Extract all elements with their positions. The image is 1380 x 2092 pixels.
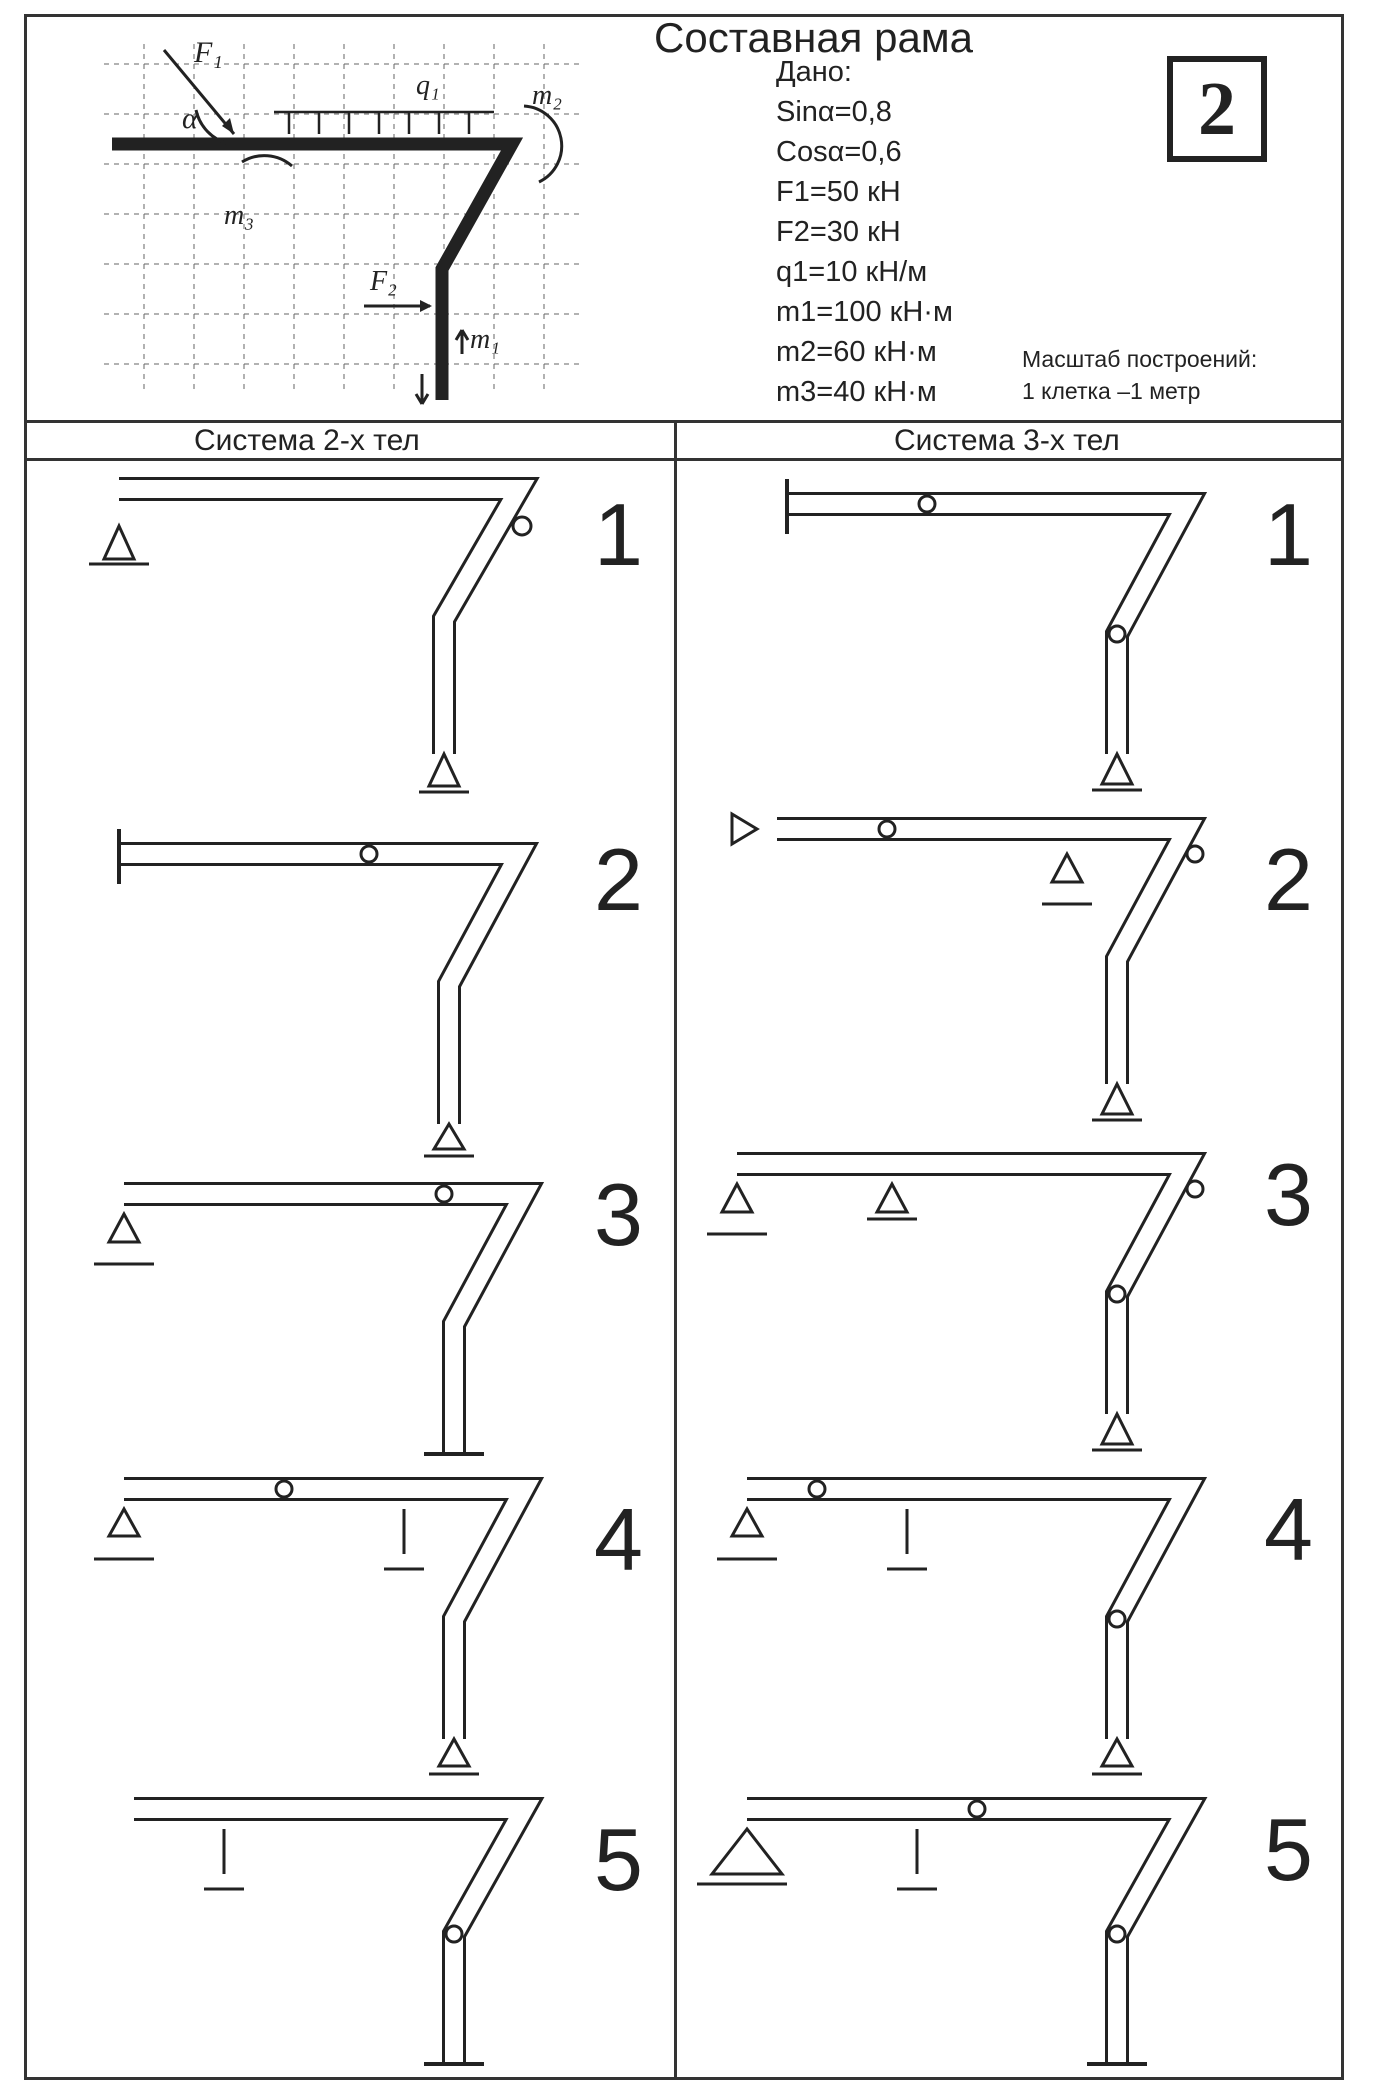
label-m2: m₂ xyxy=(532,80,562,111)
left-row-number-2: 2 xyxy=(594,830,643,929)
left-row-number-3: 3 xyxy=(594,1165,643,1264)
frame-left xyxy=(24,14,27,2080)
hinge xyxy=(434,1184,454,1204)
distributed-load xyxy=(274,110,494,134)
rod-support xyxy=(897,1829,937,1891)
hinge xyxy=(274,1479,294,1499)
right-row-number-3: 3 xyxy=(1264,1145,1313,1244)
hinge xyxy=(1185,844,1205,864)
pin-support xyxy=(429,1735,479,1776)
right-variant-4-frame xyxy=(717,1477,1208,1776)
left-column-heading: Система 2-х тел xyxy=(194,424,420,457)
hinge xyxy=(807,1479,827,1499)
rod-support xyxy=(204,1829,244,1891)
hinge xyxy=(877,819,897,839)
given-m2: m2=60 кН·м xyxy=(776,336,937,368)
header-divider xyxy=(24,420,1344,423)
pin-support xyxy=(730,811,760,847)
given-sin-alpha: Sinα=0,8 xyxy=(776,96,892,128)
right-column-heading: Система 3-х тел xyxy=(894,424,1120,457)
hinge xyxy=(359,844,379,864)
given-loads-diagram: F₁ α q₁ m₂ m₃ F₂ m₁ xyxy=(104,36,584,405)
hinge xyxy=(1107,624,1127,644)
hinge xyxy=(444,1924,464,1944)
frame-top xyxy=(24,14,1344,17)
left-variant-5-frame xyxy=(134,1797,545,2066)
given-m1: m1=100 кН·м xyxy=(776,296,953,328)
right-variant-2-frame xyxy=(730,811,1208,1122)
hinge xyxy=(1107,1609,1127,1629)
given-cos-alpha: Cosα=0,6 xyxy=(776,136,902,168)
right-row-number-5: 5 xyxy=(1264,1800,1313,1899)
right-row-number-2: 2 xyxy=(1264,830,1313,929)
roller-support xyxy=(1042,850,1092,906)
page-title: Составная рама xyxy=(654,14,974,61)
force-f1-arrow xyxy=(162,49,236,135)
moment-m1-arrow xyxy=(454,329,470,354)
left-row-number-4: 4 xyxy=(594,1490,643,1589)
right-column-frames xyxy=(697,479,1208,2066)
pin-support xyxy=(1092,1735,1142,1776)
label-alpha: α xyxy=(182,102,199,135)
left-row-number-1: 1 xyxy=(594,485,643,584)
pin-support xyxy=(867,1180,917,1221)
roller-support xyxy=(717,1505,777,1561)
left-variant-2-frame xyxy=(117,829,540,1158)
hinge xyxy=(967,1799,987,1819)
left-variant-3-frame xyxy=(94,1182,545,1456)
moment-m2-arc xyxy=(523,104,564,184)
label-m3: m₃ xyxy=(224,200,254,231)
left-variant-4-frame xyxy=(94,1477,545,1776)
right-variant-1-frame xyxy=(785,479,1208,792)
column-heading-divider xyxy=(24,458,1344,461)
hinge xyxy=(1185,1179,1205,1199)
rod-support xyxy=(384,1509,424,1571)
given-f2: F2=30 кН xyxy=(776,216,901,248)
hinge xyxy=(511,515,533,537)
given-f1: F1=50 кН xyxy=(776,176,901,208)
left-variant-1-frame xyxy=(89,477,540,794)
alpha-arc xyxy=(194,109,230,146)
label-f1: F₁ xyxy=(193,36,223,69)
force-f2-head xyxy=(420,300,432,312)
pin-support xyxy=(1092,1410,1142,1452)
pin-support xyxy=(1092,750,1142,792)
moment-m1-reverse-arrow xyxy=(414,374,430,405)
force-f1-head xyxy=(222,118,234,134)
given-label: Дано: xyxy=(776,56,852,88)
left-row-number-5: 5 xyxy=(594,1810,643,1909)
scale-value: 1 клетка –1 метр xyxy=(1022,378,1201,404)
frame-axis xyxy=(112,137,524,400)
frame-bottom xyxy=(24,2077,1344,2080)
roller-support xyxy=(94,1210,154,1266)
pin-support xyxy=(89,522,149,566)
pin-support xyxy=(697,1826,787,1886)
assignment-sheet: Составная рама 2 Дано: Sinα=0,8 Cosα=0,6… xyxy=(24,14,1344,2080)
right-variant-3-frame xyxy=(707,1152,1208,1452)
left-column-frames xyxy=(89,477,545,2066)
label-q1: q₁ xyxy=(416,70,440,101)
given-q1: q1=10 кН/м xyxy=(776,256,928,288)
hinge xyxy=(1107,1924,1127,1944)
roller-support xyxy=(424,1121,474,1158)
label-f2: F₂ xyxy=(369,266,397,297)
column-divider xyxy=(674,420,677,2080)
given-m3: m3=40 кН·м xyxy=(776,376,937,408)
pin-support xyxy=(1092,1080,1142,1122)
scale-label: Масштаб построений: xyxy=(1022,346,1258,372)
right-row-number-1: 1 xyxy=(1264,485,1313,584)
roller-support xyxy=(707,1180,767,1236)
hinge xyxy=(1107,1284,1127,1304)
rod-support xyxy=(887,1509,927,1571)
label-m1: m₁ xyxy=(470,324,500,355)
roller-support xyxy=(94,1505,154,1561)
hinge xyxy=(917,494,937,514)
right-row-number-4: 4 xyxy=(1264,1480,1313,1579)
moment-m3-arc xyxy=(241,154,293,168)
right-variant-5-frame xyxy=(697,1797,1208,2066)
variant-number-box: 2 xyxy=(1167,56,1267,162)
frame-right xyxy=(1341,14,1344,2080)
pin-support xyxy=(419,750,469,794)
